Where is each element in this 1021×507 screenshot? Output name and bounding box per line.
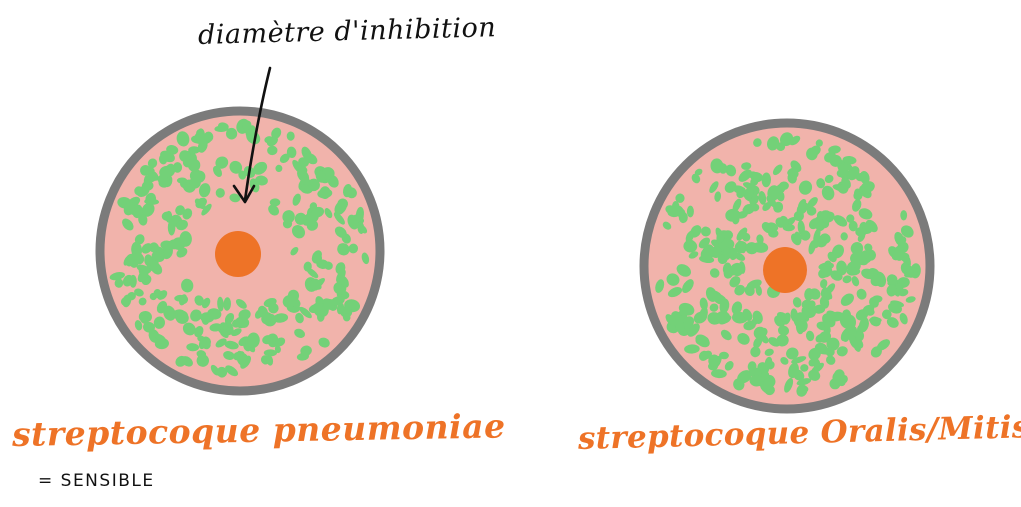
sensible-note: = SENSIBLE: [38, 473, 155, 490]
colony: [226, 128, 237, 140]
annotation-label: diamètre d'inhibition: [198, 14, 497, 49]
colony: [687, 206, 694, 218]
colony: [264, 349, 277, 356]
caption-pneumoniae: streptocoque pneumoniae: [12, 409, 506, 451]
colony: [820, 210, 831, 218]
colony: [894, 246, 905, 261]
petri-dish-pneumoniae: [100, 111, 380, 391]
colony: [900, 210, 907, 220]
colony: [129, 275, 136, 288]
antibiotic-disc: [215, 231, 261, 277]
colony: [701, 248, 713, 262]
petri-dish-oralis-mitis: [644, 123, 930, 409]
colony: [168, 220, 176, 236]
antibiotic-disc: [763, 247, 807, 293]
